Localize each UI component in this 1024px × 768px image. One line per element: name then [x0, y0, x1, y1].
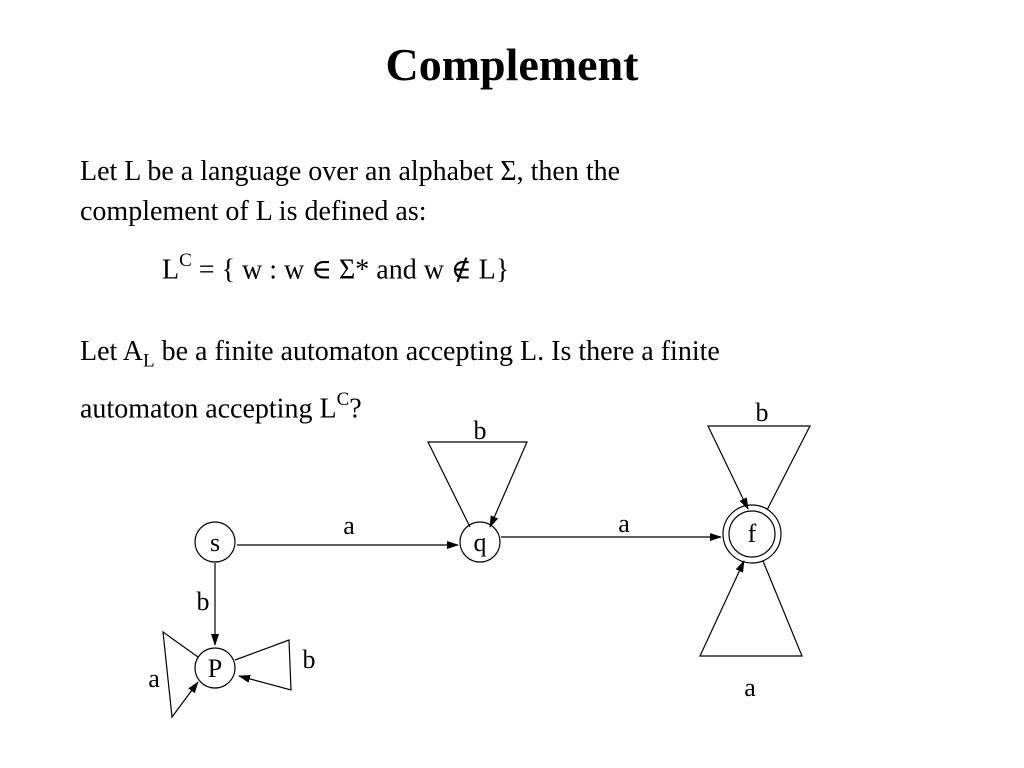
transition-q-f-label: a: [618, 509, 630, 538]
state-s-label: s: [210, 528, 220, 557]
question-text-b: be a finite automaton accepting L. Is th…: [154, 336, 720, 367]
state-q: q: [459, 521, 501, 563]
definition-line-2: complement of L is defined as:: [80, 196, 427, 227]
state-p: P: [194, 647, 236, 689]
question-superscript: C: [336, 388, 350, 410]
state-f-label: f: [748, 519, 757, 548]
loop-f-top: b: [707, 398, 811, 511]
state-s: s: [194, 521, 236, 563]
state-p-label: P: [208, 654, 222, 683]
loop-p-left: a: [148, 630, 199, 719]
formula-lhs: L: [162, 254, 180, 286]
loop-p-right-label: b: [303, 645, 316, 674]
formula-superscript: C: [179, 250, 192, 271]
transition-s-q-label: a: [343, 511, 355, 540]
formula-rhs: = { w : w ∈ Σ* and w ∉ L}: [191, 254, 510, 286]
definition-paragraph: Let L be a language over an alphabet Σ, …: [80, 152, 620, 232]
transition-s-p-label: b: [197, 587, 210, 616]
loop-q-label: b: [474, 416, 487, 445]
question-line-1: Let AL be a finite automaton accepting L…: [80, 332, 720, 382]
loop-f-top-label: b: [756, 398, 769, 427]
loop-f-bottom: a: [699, 560, 803, 702]
state-q-label: q: [474, 528, 487, 557]
loop-f-bottom-label: a: [744, 673, 756, 702]
question-text-a: Let A: [80, 336, 143, 367]
state-f-accepting: f: [722, 504, 782, 564]
question-text-d: ?: [349, 392, 362, 424]
transition-s-to-q: a: [237, 511, 459, 549]
question-text-c: automaton accepting L: [80, 392, 337, 424]
transition-q-to-f: a: [501, 509, 722, 541]
slide-title: Complement: [385, 39, 639, 90]
complement-formula: LC = { w : w ∈ Σ* and w ∉ L}: [162, 250, 510, 286]
definition-line-1: Let L be a language over an alphabet Σ, …: [80, 156, 621, 187]
question-line-2: automaton accepting LC?: [80, 382, 720, 429]
question-subscript: L: [143, 350, 155, 372]
question-paragraph: Let AL be a finite automaton accepting L…: [80, 332, 720, 429]
loop-p-right: b: [234, 639, 316, 691]
loop-q: b: [427, 416, 528, 528]
loop-p-left-label: a: [148, 664, 160, 693]
transition-s-to-p: b: [197, 563, 219, 646]
